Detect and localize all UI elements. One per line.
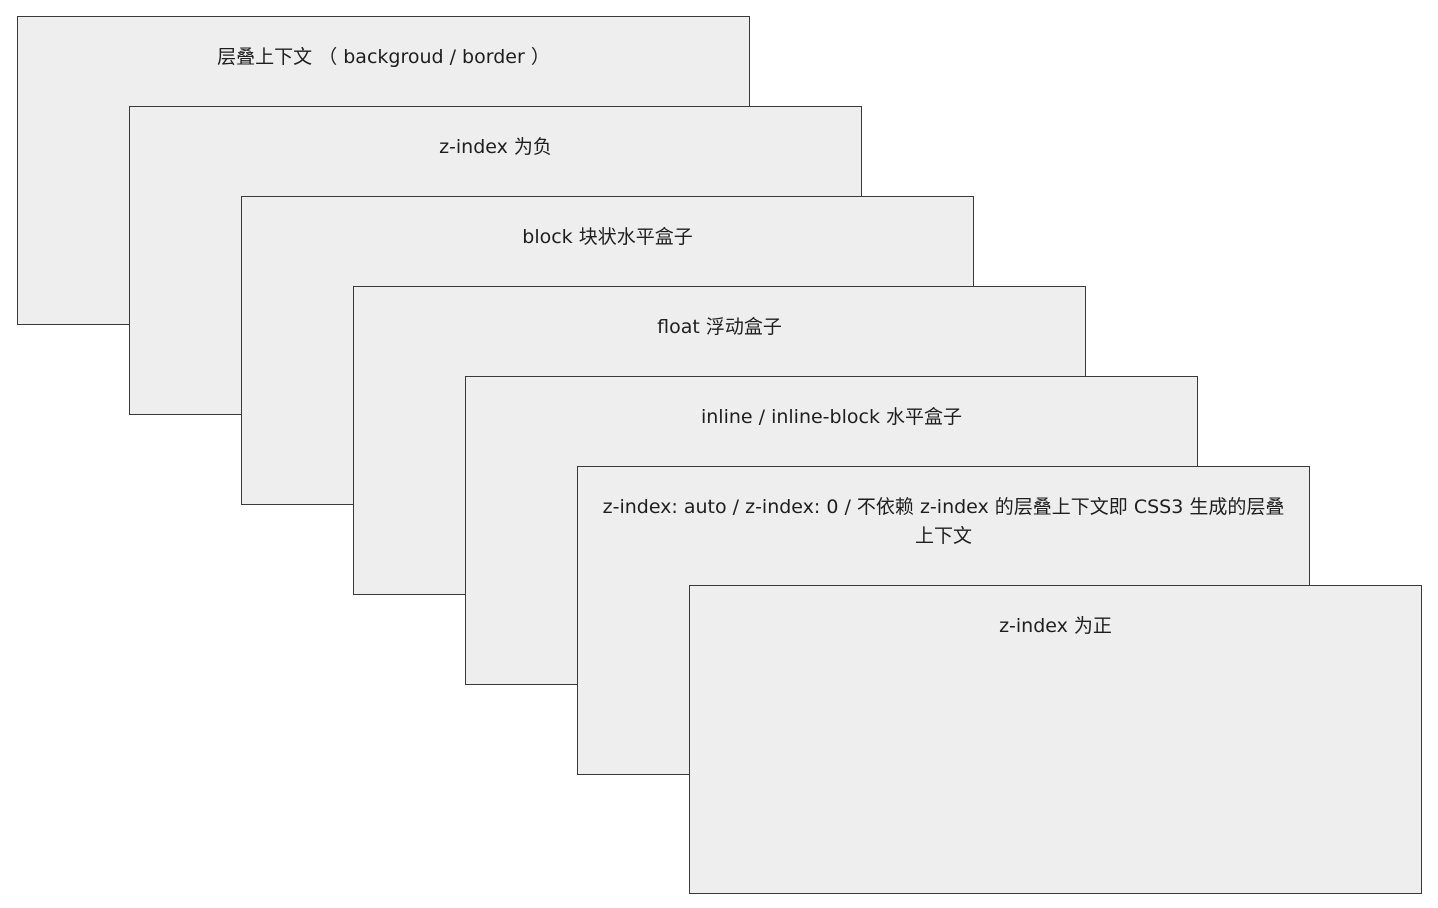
- layer-label: float 浮动盒子: [657, 316, 782, 338]
- layer-label: 层叠上下文 （ backgroud / border ）: [217, 46, 550, 68]
- layer-label: block 块状水平盒子: [522, 226, 693, 248]
- layer-label: z-index 为正: [999, 615, 1112, 637]
- layer-positive-z-index: z-index 为正: [689, 585, 1422, 894]
- layer-label: z-index: auto / z-index: 0 / 不依赖 z-index…: [602, 496, 1285, 547]
- layer-label: z-index 为负: [439, 136, 552, 158]
- layer-label: inline / inline-block 水平盒子: [700, 406, 962, 428]
